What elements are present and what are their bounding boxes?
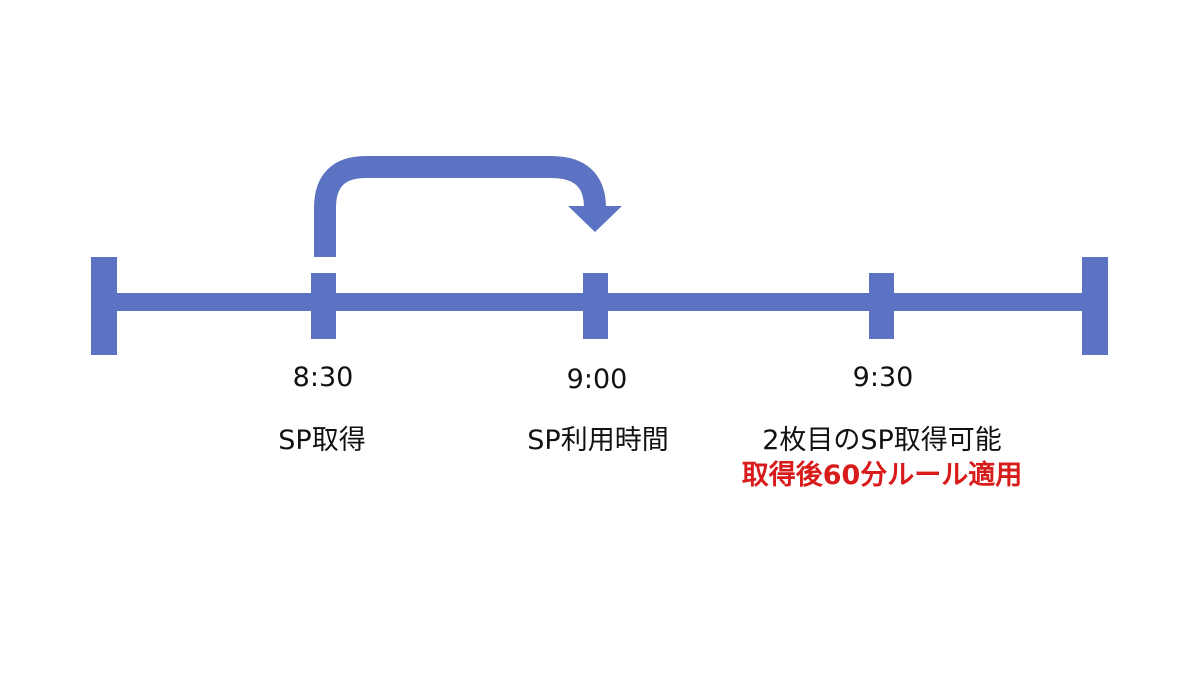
event-label-sp-use-time: SP利用時間 bbox=[527, 425, 669, 456]
time-label-9-30: 9:30 bbox=[852, 362, 914, 393]
tick-9-30 bbox=[869, 273, 894, 339]
tick-9-00 bbox=[583, 273, 608, 339]
event-label-sp-acquire: SP取得 bbox=[278, 425, 366, 456]
curved-arrow-head bbox=[568, 206, 622, 232]
rule-note: 取得後60分ルール適用 bbox=[741, 460, 1023, 491]
timeline-right-end-cap bbox=[1082, 257, 1108, 355]
event-label-second-sp: 2枚目のSP取得可能 bbox=[762, 425, 1002, 456]
time-label-9-00: 9:00 bbox=[566, 364, 628, 395]
timeline-left-end-cap bbox=[91, 257, 117, 355]
time-label-8-30: 8:30 bbox=[292, 362, 354, 393]
tick-8-30 bbox=[311, 273, 336, 339]
curved-arrow-shaft bbox=[314, 156, 606, 257]
